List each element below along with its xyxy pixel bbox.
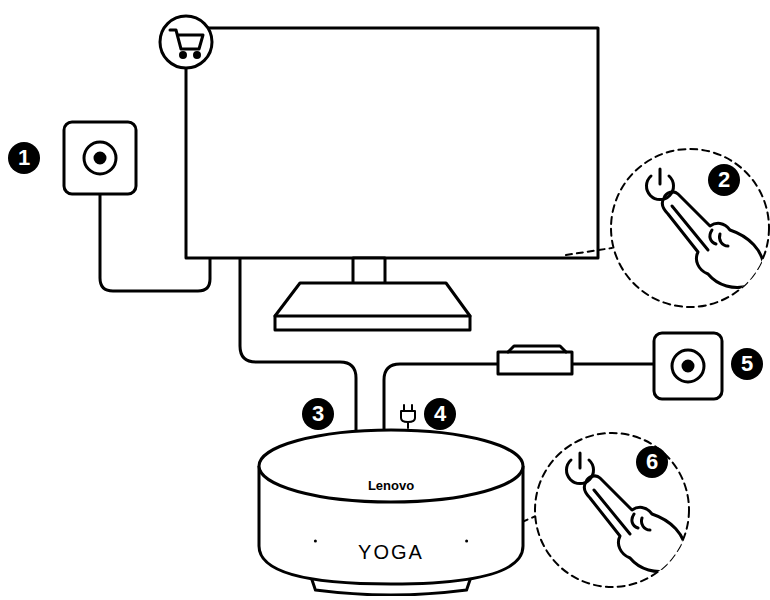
detail-bubble bbox=[611, 149, 769, 307]
wall-outlet bbox=[64, 122, 136, 194]
outlet-plug bbox=[95, 153, 105, 163]
monitor-base-edge bbox=[275, 315, 470, 318]
callout-number: 3 bbox=[302, 398, 334, 430]
cart-wheel bbox=[195, 53, 200, 58]
monitor-screen bbox=[186, 28, 598, 258]
callout-number: 6 bbox=[636, 446, 668, 478]
wall-outlet bbox=[654, 333, 722, 399]
callout-number: 1 bbox=[8, 142, 40, 174]
cart-wheel bbox=[181, 53, 186, 58]
brand-text: Lenovo bbox=[256, 478, 526, 493]
pressing-hand bbox=[662, 192, 764, 288]
plug-icon bbox=[401, 405, 415, 428]
cart-icon bbox=[170, 30, 203, 49]
yoga-device: LenovoYOGA bbox=[256, 428, 526, 596]
cart-icon-circle bbox=[160, 16, 212, 68]
power-adapter-top bbox=[508, 346, 566, 352]
callout-number: 5 bbox=[731, 348, 763, 380]
leader-line bbox=[566, 248, 612, 255]
outlet-plug bbox=[683, 361, 693, 371]
outlet-socket bbox=[672, 350, 704, 382]
pressing-hand bbox=[584, 476, 686, 572]
product-text: YOGA bbox=[256, 541, 526, 564]
power-symbol bbox=[567, 453, 594, 484]
detail-bubble bbox=[535, 433, 689, 587]
callout-number: 4 bbox=[424, 398, 456, 430]
power-symbol bbox=[647, 169, 674, 200]
outlet-socket bbox=[84, 142, 116, 174]
monitor-base bbox=[275, 283, 470, 330]
device-outline bbox=[256, 428, 526, 596]
power-adapter bbox=[498, 352, 572, 374]
callout-number: 2 bbox=[708, 164, 740, 196]
